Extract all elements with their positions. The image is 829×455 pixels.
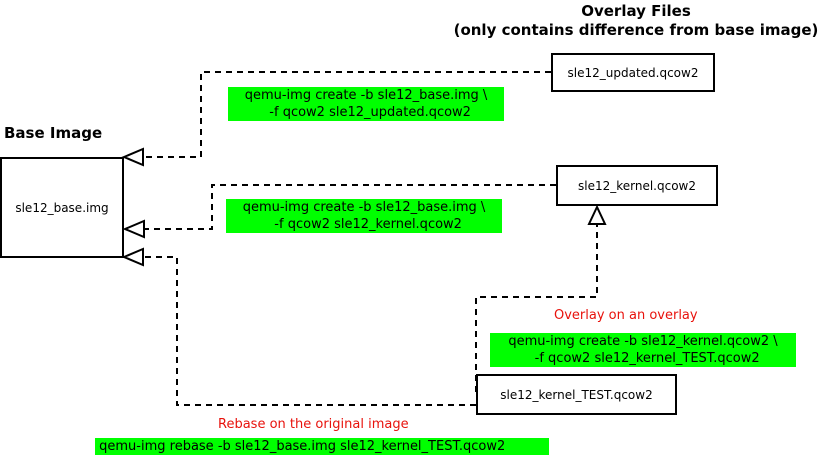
rebase-command: qemu-img rebase -b sle12_base.img sle12_… [95,438,549,455]
create-kernel-command: qemu-img create -b sle12_base.img \ -f q… [226,199,502,233]
arrowhead-updated [121,147,144,167]
arrowhead-rebase [121,247,144,267]
connector-updated-to-base [143,71,551,158]
create-updated-command: qemu-img create -b sle12_base.img \ -f q… [228,87,504,121]
arrowhead-kerneltest [587,204,607,225]
overlay-files-heading-line2: (only contains difference from base imag… [453,21,819,39]
updated-overlay-box: sle12_updated.qcow2 [551,53,715,92]
kernel-overlay-box: sle12_kernel.qcow2 [556,165,718,206]
rebase-original-note: Rebase on the original image [218,417,409,432]
overlay-files-heading: Overlay Files (only contains difference … [443,2,829,40]
overlay-on-overlay-note: Overlay on an overlay [554,308,698,323]
overlay-files-heading-line1: Overlay Files [581,2,691,20]
kernel-test-overlay-box: sle12_kernel_TEST.qcow2 [476,374,677,415]
arrowhead-kernel [122,219,145,239]
connector-rebase-to-base [143,256,476,406]
base-image-box: sle12_base.img [0,157,124,258]
create-kernel-test-command: qemu-img create -b sle12_kernel.qcow2 \ … [490,333,796,367]
connector-kerneltest-to-kernel [475,224,598,392]
base-image-heading: Base Image [4,124,103,142]
connector-kernel-to-base [144,184,556,230]
